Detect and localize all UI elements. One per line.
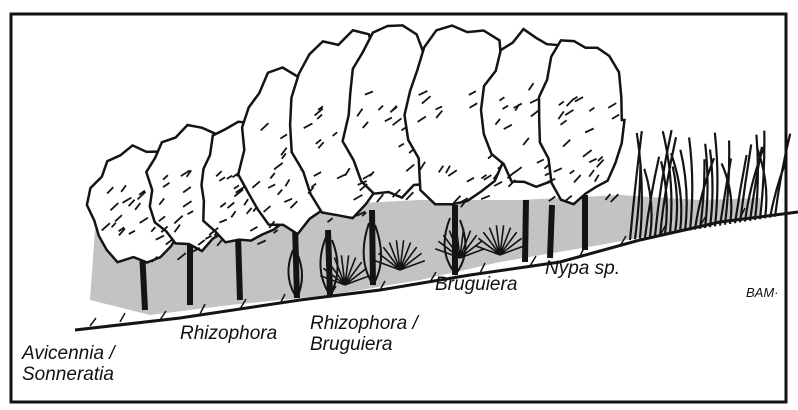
artist-signature: BAM· — [746, 285, 779, 300]
zone-label-avicennia-sonneratia: Avicennia / Sonneratia — [22, 343, 115, 385]
zone-label-line: Rhizophora — [180, 323, 277, 344]
zone-label-nypa: Nypa sp. — [545, 258, 620, 279]
zone-label-rhizophora: Rhizophora — [180, 323, 277, 344]
zone-label-rhizophora-bruguiera: Rhizophora / Bruguiera — [310, 313, 418, 355]
zone-label-line: Sonneratia — [22, 364, 115, 385]
zone-label-bruguiera: Bruguiera — [435, 274, 517, 295]
zone-label-line: Avicennia / — [22, 343, 115, 364]
zone-label-line: Rhizophora / — [310, 313, 418, 334]
zone-label-line: Bruguiera — [310, 334, 418, 355]
zone-label-line: Bruguiera — [435, 274, 517, 295]
zone-label-line: Nypa sp. — [545, 258, 620, 279]
